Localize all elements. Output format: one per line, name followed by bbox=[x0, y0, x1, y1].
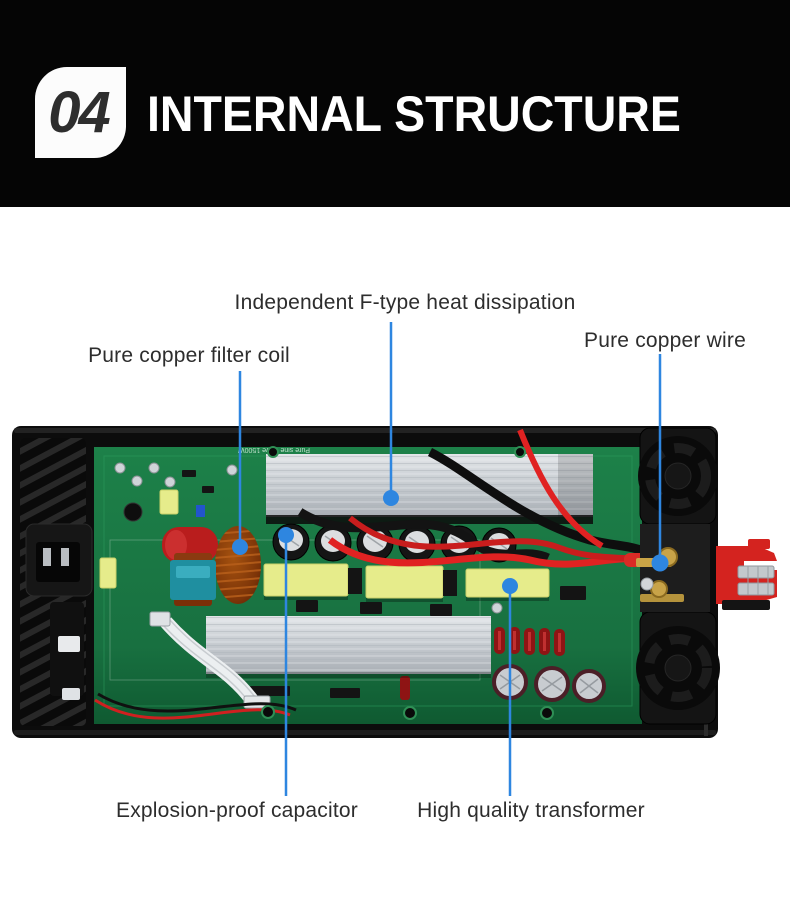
callout-dot-copper-wire bbox=[651, 554, 669, 572]
callout-label-heat-dissipation: Independent F-type heat dissipation bbox=[234, 291, 576, 314]
section-title: INTERNAL STRUCTURE bbox=[147, 86, 681, 142]
section-number: 04 bbox=[48, 80, 111, 145]
power-socket bbox=[25, 523, 93, 700]
callout-label-transformer: High quality transformer bbox=[417, 799, 645, 822]
teal-transformer bbox=[170, 553, 216, 606]
callout-dot-explosion-proof-capacitor bbox=[278, 527, 294, 543]
red-component bbox=[400, 676, 410, 700]
battery-terminal bbox=[716, 539, 777, 610]
cooling-fan-bottom bbox=[636, 611, 720, 725]
thin-black-wire bbox=[97, 692, 297, 713]
ic-chips bbox=[182, 470, 586, 698]
callout-dots bbox=[232, 490, 669, 594]
small-components bbox=[114, 462, 503, 614]
callout-lines bbox=[238, 322, 662, 796]
heatsink-bottom bbox=[206, 616, 491, 678]
ribbon-cable bbox=[94, 611, 297, 720]
callout-label-copper-wire: Pure copper wire bbox=[584, 329, 746, 352]
trimmer-pot-1 bbox=[196, 505, 205, 517]
callout-label-filter-coil: Pure copper filter coil bbox=[88, 344, 290, 367]
electrolytic-capacitors bbox=[492, 664, 606, 703]
section-number-badge: 04 bbox=[35, 67, 126, 158]
callout-label-explosion-proof-capacitor: Explosion-proof capacitor bbox=[116, 799, 358, 822]
buzzer bbox=[123, 502, 143, 522]
yellow-transformer-1 bbox=[263, 563, 349, 597]
callout-dot-transformer bbox=[502, 578, 518, 594]
red-capacitor-bank bbox=[494, 627, 565, 656]
yellow-transformer-2 bbox=[365, 565, 444, 599]
callout-dot-filter-coil bbox=[232, 539, 248, 555]
cooling-fan-top bbox=[638, 427, 718, 525]
callout-dot-heat-dissipation bbox=[383, 490, 399, 506]
mounting-screws bbox=[261, 446, 554, 720]
section-header: 04 INTERNAL STRUCTURE bbox=[0, 0, 790, 207]
heatsink-top bbox=[266, 454, 593, 524]
terminal-hardware bbox=[636, 524, 710, 612]
wire-bundle bbox=[297, 428, 660, 568]
